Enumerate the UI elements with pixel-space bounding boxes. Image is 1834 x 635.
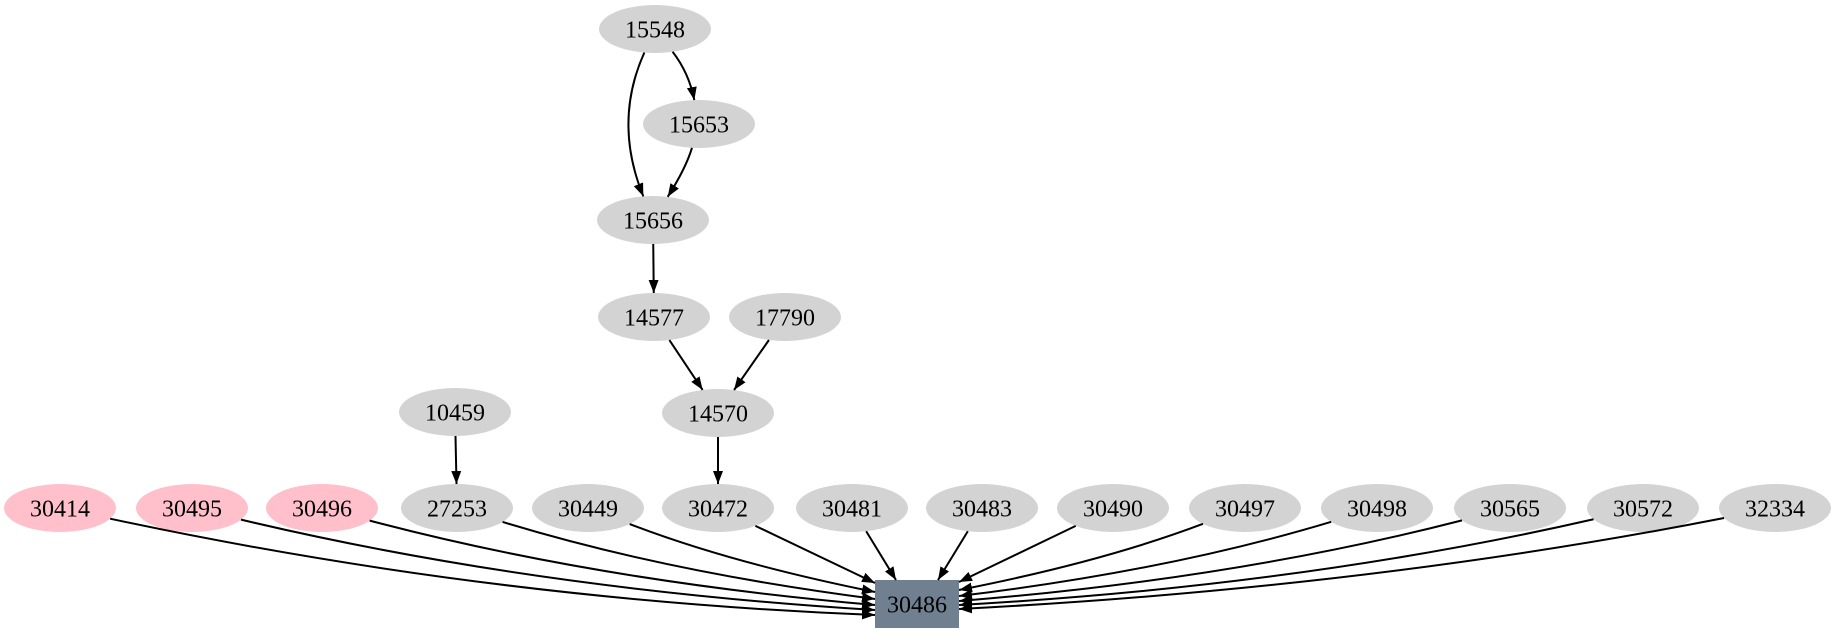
graph-node-30472: 30472 <box>662 484 774 532</box>
node-shape-ellipse <box>532 484 644 532</box>
graph-node-30496: 30496 <box>266 484 378 532</box>
graph-node-30490: 30490 <box>1057 484 1169 532</box>
node-shape-ellipse <box>599 5 711 53</box>
graph-edge-17790-14570 <box>733 339 770 391</box>
node-shape-ellipse <box>401 484 513 532</box>
node-shape-ellipse <box>926 484 1038 532</box>
node-shape-ellipse <box>597 196 709 244</box>
graph-node-27253: 27253 <box>401 484 513 532</box>
graph-edge-30572-30486 <box>958 518 1594 610</box>
node-label-30414: 30414 <box>30 497 90 523</box>
node-shape-ellipse <box>729 293 841 341</box>
graph-node-15656: 15656 <box>597 196 709 244</box>
node-shape-ellipse <box>662 484 774 532</box>
node-label-14570: 14570 <box>688 402 748 428</box>
node-label-30495: 30495 <box>162 497 222 523</box>
graph-node-30414: 30414 <box>4 484 116 532</box>
graph-edge-30497-30486 <box>958 522 1204 593</box>
graph-node-30497: 30497 <box>1189 484 1301 532</box>
graph-node-30481: 30481 <box>796 484 908 532</box>
graph-node-30495: 30495 <box>136 484 248 532</box>
node-label-30496: 30496 <box>292 497 352 523</box>
node-label-30481: 30481 <box>822 497 882 523</box>
node-shape-ellipse <box>643 100 755 148</box>
node-label-10459: 10459 <box>425 401 485 427</box>
node-label-30483: 30483 <box>952 497 1012 523</box>
graph-node-15548: 15548 <box>599 5 711 53</box>
graph-edge-30449-30486 <box>629 523 876 595</box>
node-label-15653: 15653 <box>669 113 729 139</box>
graph-edge-30472-30486 <box>754 524 876 584</box>
node-label-30490: 30490 <box>1083 497 1143 523</box>
graph-edge-30495-30486 <box>240 518 876 615</box>
node-label-27253: 27253 <box>427 497 487 523</box>
node-label-30565: 30565 <box>1480 497 1540 523</box>
graph-node-30498: 30498 <box>1321 484 1433 532</box>
graph-node-10459: 10459 <box>399 388 511 436</box>
graph-node-30449: 30449 <box>532 484 644 532</box>
node-label-30449: 30449 <box>558 497 618 523</box>
node-shape-rect <box>875 580 959 628</box>
node-label-30497: 30497 <box>1215 497 1275 523</box>
graph-edge-30414-30486 <box>109 517 876 620</box>
graph-edge-15653-15656 <box>666 147 693 198</box>
graph-edge-27253-30486 <box>502 520 876 603</box>
node-shape-ellipse <box>662 389 774 437</box>
node-shape-ellipse <box>266 484 378 532</box>
graph-edge-30498-30486 <box>958 520 1332 600</box>
node-shape-ellipse <box>1057 484 1169 532</box>
graph-node-30486: 30486 <box>875 580 959 628</box>
graph-node-17790: 17790 <box>729 293 841 341</box>
node-shape-ellipse <box>1587 484 1699 532</box>
graph-edge-30496-30486 <box>369 519 876 609</box>
node-label-30486: 30486 <box>887 593 947 619</box>
graph-edge-30481-30486 <box>865 530 897 581</box>
node-label-32334: 32334 <box>1745 497 1805 523</box>
node-shape-ellipse <box>1719 484 1831 532</box>
graph-edge-30483-30486 <box>937 530 969 581</box>
node-label-30498: 30498 <box>1347 497 1407 523</box>
node-label-15548: 15548 <box>625 18 685 44</box>
graph-edge-32334-30486 <box>958 517 1725 614</box>
node-label-14577: 14577 <box>624 306 684 332</box>
graph-edge-30490-30486 <box>958 525 1077 583</box>
node-label-30472: 30472 <box>688 497 748 523</box>
graph-node-14577: 14577 <box>598 293 710 341</box>
graph-node-14570: 14570 <box>662 389 774 437</box>
node-shape-ellipse <box>136 484 248 532</box>
graph-edge-15548-15656 <box>627 52 646 197</box>
graph-node-30572: 30572 <box>1587 484 1699 532</box>
graph-node-30565: 30565 <box>1454 484 1566 532</box>
graph-node-32334: 32334 <box>1719 484 1831 532</box>
node-shape-ellipse <box>796 484 908 532</box>
graph-edge-30565-30486 <box>958 519 1463 605</box>
node-label-30572: 30572 <box>1613 497 1673 523</box>
graph-node-30483: 30483 <box>926 484 1038 532</box>
graph-node-15653: 15653 <box>643 100 755 148</box>
node-shape-ellipse <box>4 484 116 532</box>
node-label-17790: 17790 <box>755 306 815 332</box>
node-shape-ellipse <box>1321 484 1433 532</box>
graph-edge-14577-14570 <box>668 339 704 391</box>
graph-edge-10459-27253 <box>451 435 462 485</box>
node-shape-ellipse <box>598 293 710 341</box>
graph-edge-15548-15653 <box>671 51 697 101</box>
node-shape-ellipse <box>1189 484 1301 532</box>
node-shape-ellipse <box>399 388 511 436</box>
node-shape-ellipse <box>1454 484 1566 532</box>
graph-edge-15656-14577 <box>648 243 659 294</box>
node-label-15656: 15656 <box>623 209 683 235</box>
